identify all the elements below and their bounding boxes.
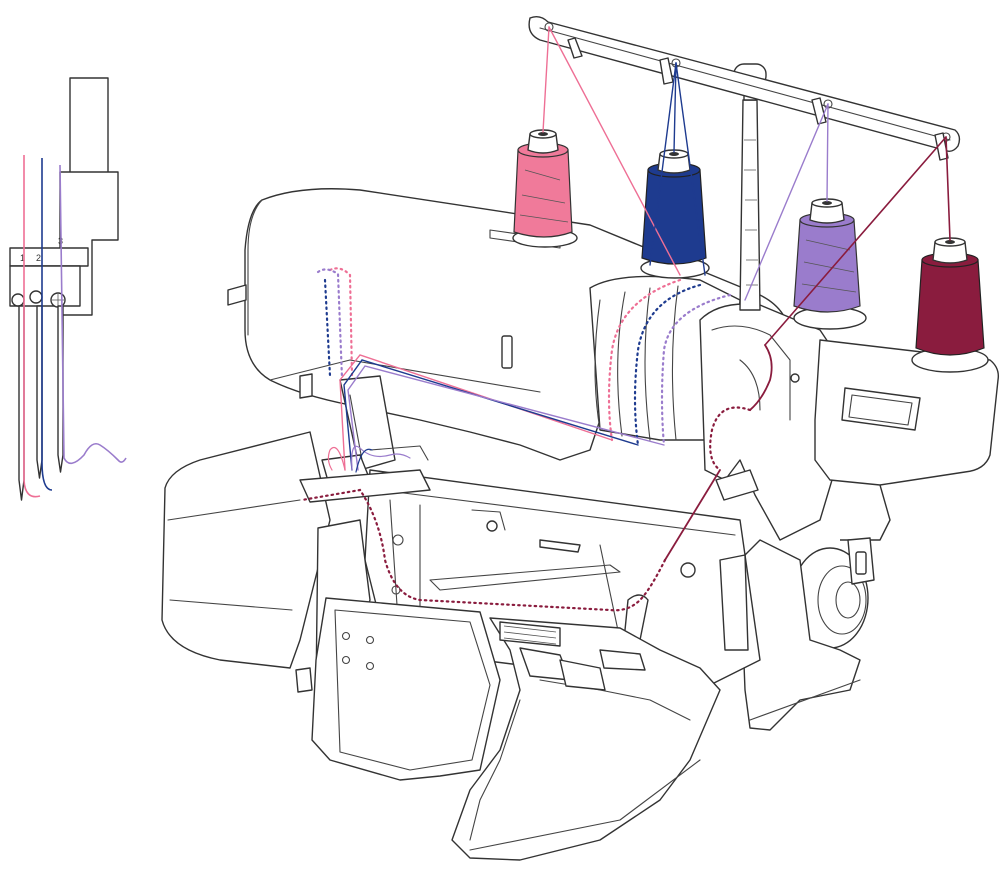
thread-burgundy-to-guide xyxy=(945,136,951,241)
thread-blue-to-guide xyxy=(673,62,677,153)
lever xyxy=(715,469,759,501)
accessory-tray xyxy=(841,387,921,431)
front-door xyxy=(311,597,501,781)
inset-thread-blue xyxy=(41,158,53,491)
power-switch xyxy=(855,551,867,575)
thread-lavender-to-guide xyxy=(826,103,829,202)
thread-blue-to-needle xyxy=(343,359,639,471)
needle-2 xyxy=(36,305,43,479)
thread-blue-tension-path xyxy=(633,283,702,447)
thread-paths xyxy=(300,26,951,612)
needle-screw-left xyxy=(11,293,25,307)
needle-label-2: 2 xyxy=(36,253,41,263)
front-extension-table xyxy=(451,617,721,861)
thread-stand xyxy=(528,15,961,311)
needle-label-1: 1 xyxy=(20,253,25,263)
inset-thread-lavender xyxy=(59,164,127,465)
thread-pink-tension-path xyxy=(607,278,682,442)
thread-lavender-to-needle xyxy=(347,365,665,471)
inset-thread-pink xyxy=(23,155,41,498)
lower-looper-arm xyxy=(429,564,621,591)
knife-block xyxy=(499,621,561,647)
tension-dial-left xyxy=(501,335,513,369)
free-arm-bed xyxy=(161,431,331,669)
spool-blue xyxy=(641,149,707,265)
spool-pink xyxy=(513,129,573,238)
thread-lavender-tension-path xyxy=(660,293,732,447)
thread-burgundy-looper xyxy=(664,469,721,561)
needle-screw-center xyxy=(29,290,43,304)
thread-pink-to-guide xyxy=(542,26,550,133)
needle-1 xyxy=(18,305,25,501)
spool-burgundy xyxy=(915,237,985,356)
needle-bar-housing xyxy=(339,375,396,471)
needle-closeup-inset: 1 2 3 xyxy=(9,77,127,501)
thread-stand-pole xyxy=(739,99,761,311)
serger-machine xyxy=(161,188,1000,861)
spool-lavender xyxy=(793,198,861,313)
